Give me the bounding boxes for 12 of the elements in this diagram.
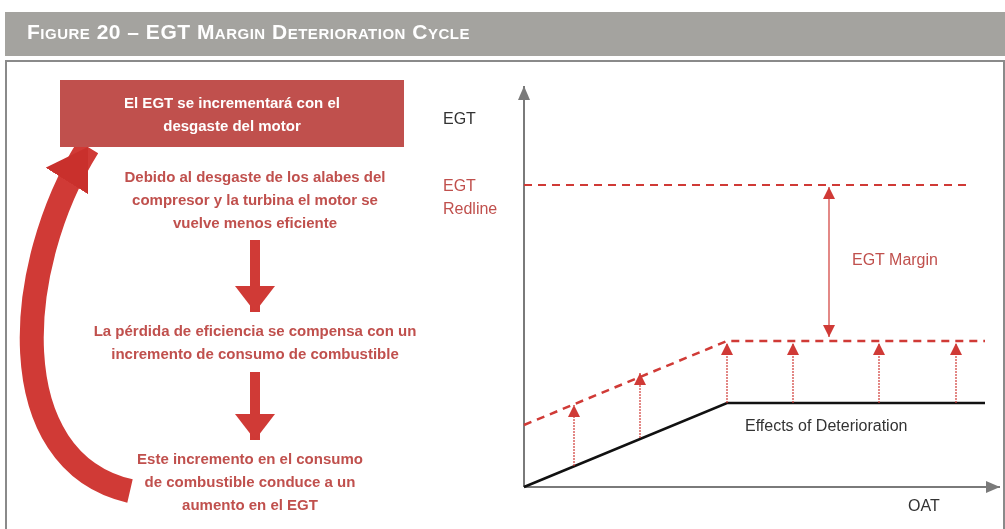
step-text: Debido al desgaste de los alabes del compresor y la turbina el motor se vuelve menos eficiente	[115, 158, 395, 240]
axis-label: EGT	[443, 110, 476, 128]
step-text: La pérdida de eficiencia se compensa con un incremento de consumo de combustible	[80, 312, 430, 372]
title-banner: Figure 20 – EGT Margin Deterioration Cycle	[5, 12, 1005, 56]
process-box: El EGT se incrementará con el desgaste del motor	[60, 80, 404, 147]
limit-label: EGT Redline	[443, 176, 499, 219]
curve-label: Effects of Deterioration	[745, 417, 908, 435]
margin-label: EGT Margin	[852, 251, 938, 269]
axis-label: OAT	[908, 497, 940, 515]
step-text: Este incremento en el consumo de combustible conduce a un aumento en el EGT	[130, 440, 370, 522]
arrow	[235, 240, 275, 312]
arrow	[235, 372, 275, 440]
